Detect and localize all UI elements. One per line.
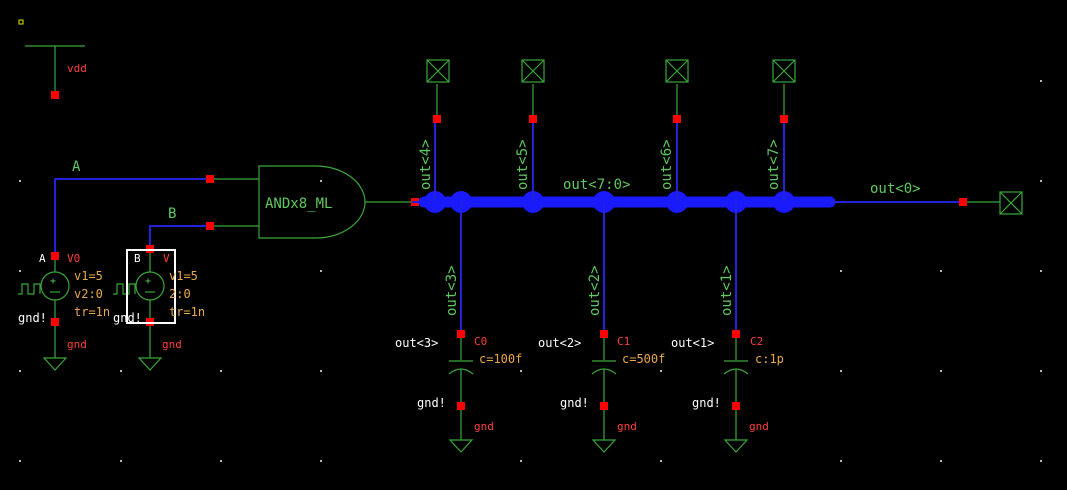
cap-c1-net: out<2> [538, 336, 581, 350]
wire-b[interactable]: B [149, 206, 210, 245]
capacitor-c0[interactable]: out<3> out<3> C0 c=100f gnd! gnd [395, 202, 522, 453]
ground-icon [591, 439, 617, 453]
pin-square [600, 330, 608, 338]
cap-c2-name: C2 [750, 335, 763, 348]
net-out5-label: out<5> [515, 139, 531, 190]
net-out0-label: out<0> [870, 181, 921, 197]
net-out1-label: out<1> [719, 265, 735, 316]
cap-c1-value: c=500f [622, 352, 665, 366]
wire-a[interactable]: A [54, 159, 210, 252]
pin-square [673, 115, 681, 123]
net-out6-label: out<6> [659, 139, 675, 190]
source-b-v2: 2:0 [169, 287, 191, 301]
pin-square [457, 402, 465, 410]
pin-square [732, 402, 740, 410]
output-pin-out5[interactable]: out<5> [515, 59, 545, 202]
cap-c1-gnd-net: gnd! [560, 396, 589, 410]
pin-square [433, 115, 441, 123]
ground-icon [137, 357, 163, 371]
cap-c0-name: C0 [474, 335, 487, 348]
capacitor-c1[interactable]: out<2> out<2> C1 c=500f gnd! gnd [538, 202, 665, 453]
cap-c2-net: out<1> [671, 336, 714, 350]
net-out7-label: out<7> [766, 139, 782, 190]
vdd-pin[interactable] [51, 91, 59, 99]
source-a-v1: v1=5 [74, 269, 103, 283]
pin-square [780, 115, 788, 123]
ground-icon [448, 439, 474, 453]
output-pin-out7[interactable]: out<7> [766, 59, 796, 202]
gate-pin-a[interactable] [206, 175, 214, 183]
source-b-pin-label: B [134, 252, 141, 265]
source-a-name: V0 [67, 252, 80, 265]
bus-label: out<7:0> [563, 177, 630, 193]
net-out4-label: out<4> [418, 139, 434, 190]
and-gate-symbol[interactable]: ANDx8_ML [206, 165, 419, 239]
pin-square [457, 330, 465, 338]
vdd-symbol[interactable]: vdd [25, 45, 87, 99]
cap-c2-gnd-label: gnd [749, 420, 769, 433]
svg-text:+: + [145, 276, 151, 287]
source-a-pin-label: A [39, 252, 46, 265]
output-pin-out0[interactable]: out<0> [830, 181, 1023, 215]
cap-c1-name: C1 [617, 335, 630, 348]
cap-c0-net: out<3> [395, 336, 438, 350]
capacitor-c2[interactable]: out<1> out<1> C2 c:1p gnd! gnd [671, 202, 784, 453]
source-a-gnd-net: gnd! [18, 311, 47, 325]
net-out2-label: out<2> [587, 265, 603, 316]
gate-pin-b[interactable] [206, 222, 214, 230]
output-pin-out4[interactable]: out<4> [418, 59, 450, 202]
source-a-gnd-label: gnd [67, 338, 87, 351]
vdd-label: vdd [67, 62, 87, 75]
cap-c2-gnd-net: gnd! [692, 396, 721, 410]
net-b-label: B [168, 206, 176, 222]
pin-square [732, 330, 740, 338]
source-b-name: V [163, 252, 170, 265]
source-b-gnd-label: gnd [162, 338, 182, 351]
selection-box [126, 249, 176, 324]
svg-text:+: + [50, 276, 56, 287]
pin-square [959, 198, 967, 206]
cap-c2-value: c:1p [755, 352, 784, 366]
cap-c0-gnd-label: gnd [474, 420, 494, 433]
gate-name: ANDx8_ML [265, 196, 332, 212]
cap-c0-gnd-net: gnd! [417, 396, 446, 410]
output-pin-out6[interactable]: out<6> [659, 59, 689, 202]
pin-square [529, 115, 537, 123]
pin-square [600, 402, 608, 410]
net-a-label: A [72, 159, 81, 175]
source-b-gnd-net: gnd! [113, 311, 142, 325]
source-a-top-pin[interactable] [51, 252, 59, 260]
ground-icon [42, 357, 68, 371]
voltage-source-v1[interactable]: + B V v1=5 2:0 tr=1n gnd! gnd [113, 245, 205, 371]
cap-c1-gnd-label: gnd [617, 420, 637, 433]
grid [18, 19, 1042, 462]
cap-c0-value: c=100f [479, 352, 522, 366]
source-b-v1: v1=5 [169, 269, 198, 283]
source-a-tr: tr=1n [74, 305, 110, 319]
source-a-bottom-pin[interactable] [51, 318, 59, 326]
voltage-source-v0[interactable]: + A V0 v1=5 v2:0 tr=1n gnd! gnd [18, 252, 110, 371]
ground-icon [723, 439, 749, 453]
source-b-tr: tr=1n [169, 305, 205, 319]
net-out3-label: out<3> [444, 265, 460, 316]
source-a-v2: v2:0 [74, 287, 103, 301]
